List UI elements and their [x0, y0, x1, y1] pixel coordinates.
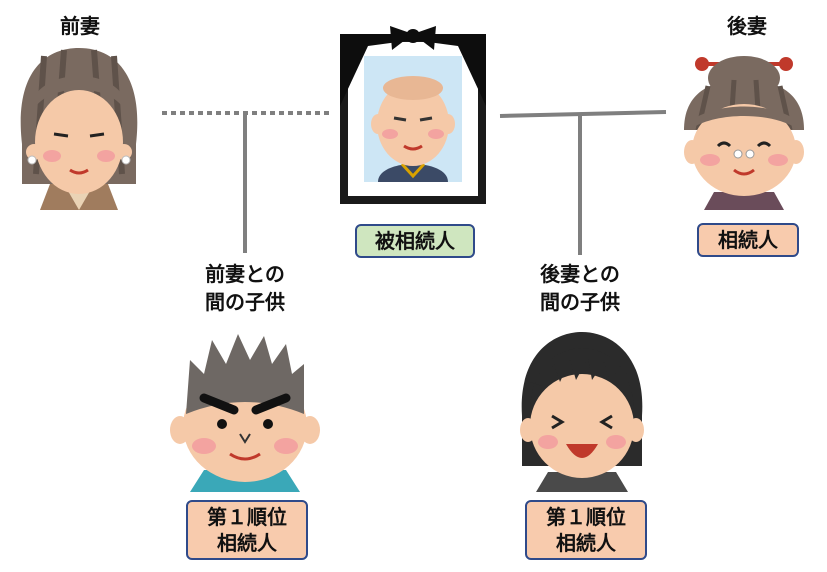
former-wife-illustration	[20, 48, 138, 210]
latter-wife-heir-badge: 相続人	[697, 223, 799, 257]
latter-child-rank-text: 第１順位	[546, 505, 626, 529]
latter-wife-heir-text: 相続人	[718, 228, 778, 252]
deceased-badge: 被相続人	[355, 224, 475, 258]
latter-child-heir-text: 相続人	[556, 531, 616, 555]
latter-child-heir-badge: 第１順位 相続人	[525, 500, 647, 560]
former-child-illustration	[170, 334, 320, 492]
former-child-caption-line1: 前妻との	[205, 262, 285, 286]
latter-wife-label: 後妻	[727, 14, 767, 38]
former-child-heir-badge: 第１順位 相続人	[186, 500, 308, 560]
former-wife-label: 前妻	[60, 14, 100, 38]
former-child-caption: 前妻との 間の子供	[185, 260, 305, 316]
deceased-portrait	[340, 26, 486, 204]
former-child-rank-text: 第１順位	[207, 505, 287, 529]
latter-child-caption-line1: 後妻との	[540, 262, 620, 286]
latter-child-illustration	[520, 332, 644, 492]
latter-child-caption-line2: 間の子供	[540, 290, 620, 314]
latter-child-caption: 後妻との 間の子供	[520, 260, 640, 316]
deceased-badge-text: 被相続人	[375, 229, 455, 253]
former-child-caption-line2: 間の子供	[205, 290, 285, 314]
former-child-heir-text: 相続人	[217, 531, 277, 555]
latter-marriage-line	[499, 110, 667, 118]
latter-wife-illustration	[684, 56, 804, 210]
